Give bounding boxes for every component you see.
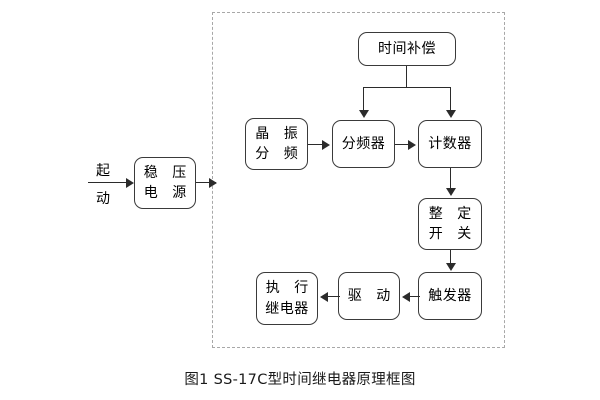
block-executive-relay-line1: 执 行 [265,280,314,297]
arrowhead-power-to-boundary [209,177,217,188]
block-drive-line1: 驱 动 [347,287,396,304]
connector-setswitch-to-trigger [450,250,452,266]
block-crystal-oscillator-divider-line2: 分 频 [255,146,303,162]
connector-power-to-boundary [196,182,216,184]
connector-divider-to-counter [395,144,410,146]
start-label-line1: 起 [96,163,111,179]
connector-trigger-to-drive [410,296,420,298]
block-trigger-line1: 触发器 [428,287,472,304]
block-time-compensation-line1: 时间补偿 [378,40,436,57]
block-drive: 驱 动 [338,272,400,320]
connector-crystal-to-divider [308,144,324,146]
start-label-line2: 动 [96,191,111,207]
connector-timecomp-stem [406,66,408,88]
block-executive-relay: 执 行 继电器 [256,272,318,325]
block-setting-switch-line1: 整 定 [428,205,477,222]
arrowhead-start-to-power [126,177,134,188]
connector-counter-to-setswitch [450,168,452,190]
arrowhead-drive-to-relay [320,291,328,302]
block-time-compensation: 时间补偿 [358,32,456,66]
block-setting-switch-line2: 开 关 [428,226,477,242]
arrowhead-counter-to-setswitch [445,188,456,196]
block-frequency-divider: 分频器 [332,120,395,168]
figure-caption: 图1 SS-17C型时间继电器原理框图 [184,372,416,388]
connector-timecomp-bus [363,87,450,89]
arrowhead-setswitch-to-trigger [445,263,456,271]
arrowhead-timecomp-to-divider [358,110,369,118]
block-trigger: 触发器 [418,272,482,320]
connector-timecomp-to-counter [450,87,452,112]
connector-timecomp-to-divider [363,87,365,112]
arrowhead-crystal-to-divider [322,139,330,150]
block-voltage-regulated-power-line1: 稳 压 [143,164,192,181]
block-voltage-regulated-power-line2: 电 源 [143,185,192,201]
block-executive-relay-line2: 继电器 [265,300,309,317]
block-frequency-divider-line1: 分频器 [341,135,386,152]
arrowhead-divider-to-counter [408,139,416,150]
block-voltage-regulated-power: 稳 压 电 源 [134,157,196,209]
block-crystal-oscillator-divider: 晶 振 分 频 [245,118,308,170]
block-counter: 计数器 [418,120,482,168]
connector-start-to-power [88,182,128,184]
connector-drive-to-relay [328,296,340,298]
arrowhead-timecomp-to-counter [445,110,456,118]
arrowhead-trigger-to-drive [402,291,410,302]
block-setting-switch: 整 定 开 关 [418,198,482,250]
block-counter-line1: 计数器 [428,135,472,152]
block-crystal-oscillator-divider-line1: 晶 振 [255,125,303,142]
